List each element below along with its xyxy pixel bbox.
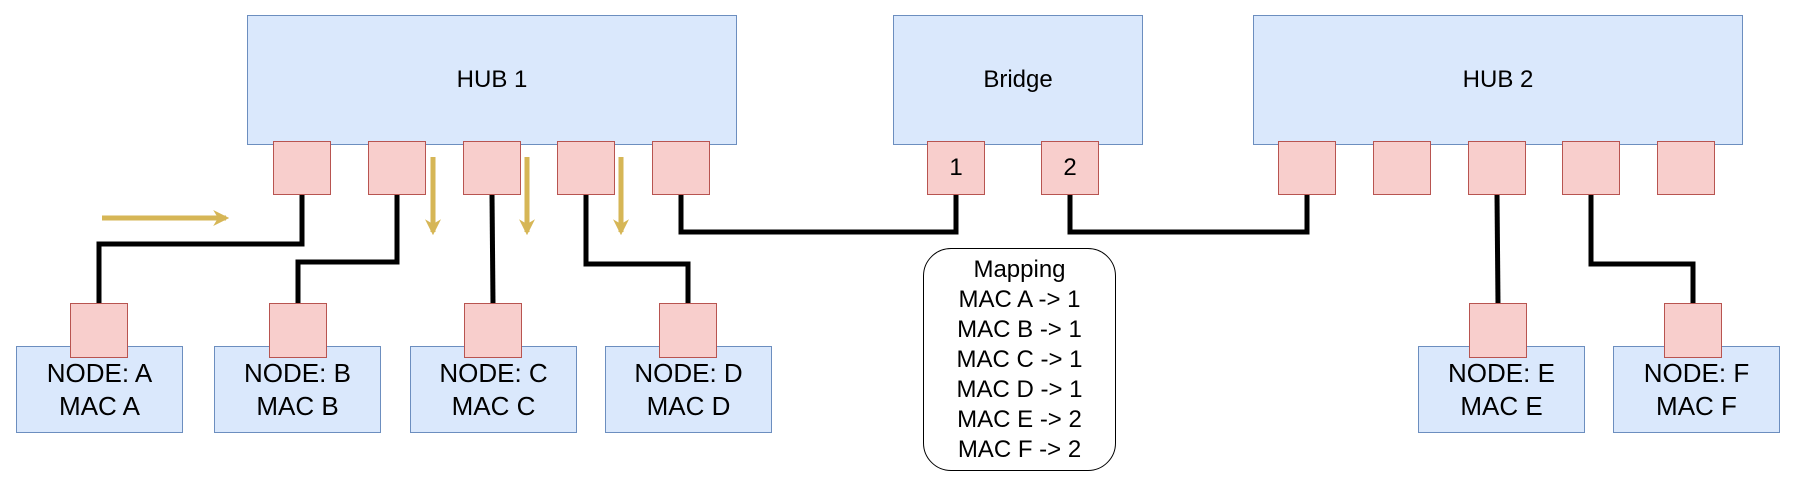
mapping-table: Mapping MAC A -> 1 MAC B -> 1 MAC C -> 1… bbox=[923, 248, 1116, 471]
node-a-port bbox=[70, 303, 128, 358]
node-e: NODE: E MAC E bbox=[1418, 346, 1585, 433]
wire-node-e bbox=[1494, 193, 1501, 305]
node-a: NODE: A MAC A bbox=[16, 346, 183, 433]
node-f-name: NODE: F bbox=[1643, 357, 1750, 388]
bridge-port-2: 2 bbox=[1041, 141, 1099, 195]
wire-bridge-hub2 bbox=[1067, 194, 1310, 235]
hub-1-label: HUB 1 bbox=[456, 66, 528, 93]
hub-2-port bbox=[1657, 141, 1715, 195]
hub-2-port bbox=[1468, 141, 1526, 195]
node-e-name: NODE: E bbox=[1448, 357, 1555, 388]
mapping-entry: MAC C -> 1 bbox=[956, 345, 1083, 373]
wire-node-b bbox=[295, 194, 400, 304]
bridge-label: Bridge bbox=[983, 66, 1053, 93]
node-c-port bbox=[464, 303, 522, 358]
bridge-port-2-label: 2 bbox=[1063, 154, 1077, 181]
node-a-name: NODE: A bbox=[46, 357, 153, 388]
wire-node-d bbox=[583, 194, 691, 304]
hub-1-port bbox=[273, 141, 331, 195]
node-d-mac: MAC D bbox=[646, 390, 731, 421]
hub-1-port bbox=[557, 141, 615, 195]
node-d-name: NODE: D bbox=[634, 357, 743, 388]
bridge-port-1-label: 1 bbox=[949, 154, 963, 181]
mapping-entry: MAC D -> 1 bbox=[956, 375, 1083, 403]
hub-2-box: HUB 2 bbox=[1253, 15, 1743, 145]
hub-1-port bbox=[463, 141, 521, 195]
node-f-port bbox=[1664, 303, 1722, 358]
wire-node-a bbox=[96, 194, 305, 304]
hub-1-box: HUB 1 bbox=[247, 15, 737, 145]
mapping-title: Mapping bbox=[973, 255, 1066, 283]
node-e-port bbox=[1469, 303, 1527, 358]
node-b: NODE: B MAC B bbox=[214, 346, 381, 433]
mapping-entry: MAC E -> 2 bbox=[957, 405, 1082, 433]
node-f-mac: MAC F bbox=[1656, 390, 1737, 421]
wire-hub1-bridge bbox=[678, 194, 959, 235]
hub-1-port bbox=[368, 141, 426, 195]
hub-2-port bbox=[1278, 141, 1336, 195]
mapping-entry: MAC B -> 1 bbox=[957, 315, 1082, 343]
bridge-port-1: 1 bbox=[927, 141, 985, 195]
node-c-mac: MAC C bbox=[451, 390, 536, 421]
wire-node-c bbox=[489, 193, 496, 305]
bridge-box: Bridge bbox=[893, 15, 1143, 145]
hub-1-port bbox=[652, 141, 710, 195]
wire-node-f bbox=[1588, 194, 1696, 304]
node-c: NODE: C MAC C bbox=[410, 346, 577, 433]
node-d-port bbox=[659, 303, 717, 358]
node-e-mac: MAC E bbox=[1460, 390, 1543, 421]
hub-2-port bbox=[1562, 141, 1620, 195]
node-f: NODE: F MAC F bbox=[1613, 346, 1780, 433]
node-d: NODE: D MAC D bbox=[605, 346, 772, 433]
node-b-mac: MAC B bbox=[256, 390, 339, 421]
mapping-entry: MAC F -> 2 bbox=[957, 435, 1082, 463]
hub-2-label: HUB 2 bbox=[1462, 66, 1534, 93]
node-b-port bbox=[269, 303, 327, 358]
hub-2-port bbox=[1373, 141, 1431, 195]
node-a-mac: MAC A bbox=[59, 390, 140, 421]
node-b-name: NODE: B bbox=[244, 357, 351, 388]
mapping-entry: MAC A -> 1 bbox=[958, 285, 1081, 313]
node-c-name: NODE: C bbox=[439, 357, 548, 388]
